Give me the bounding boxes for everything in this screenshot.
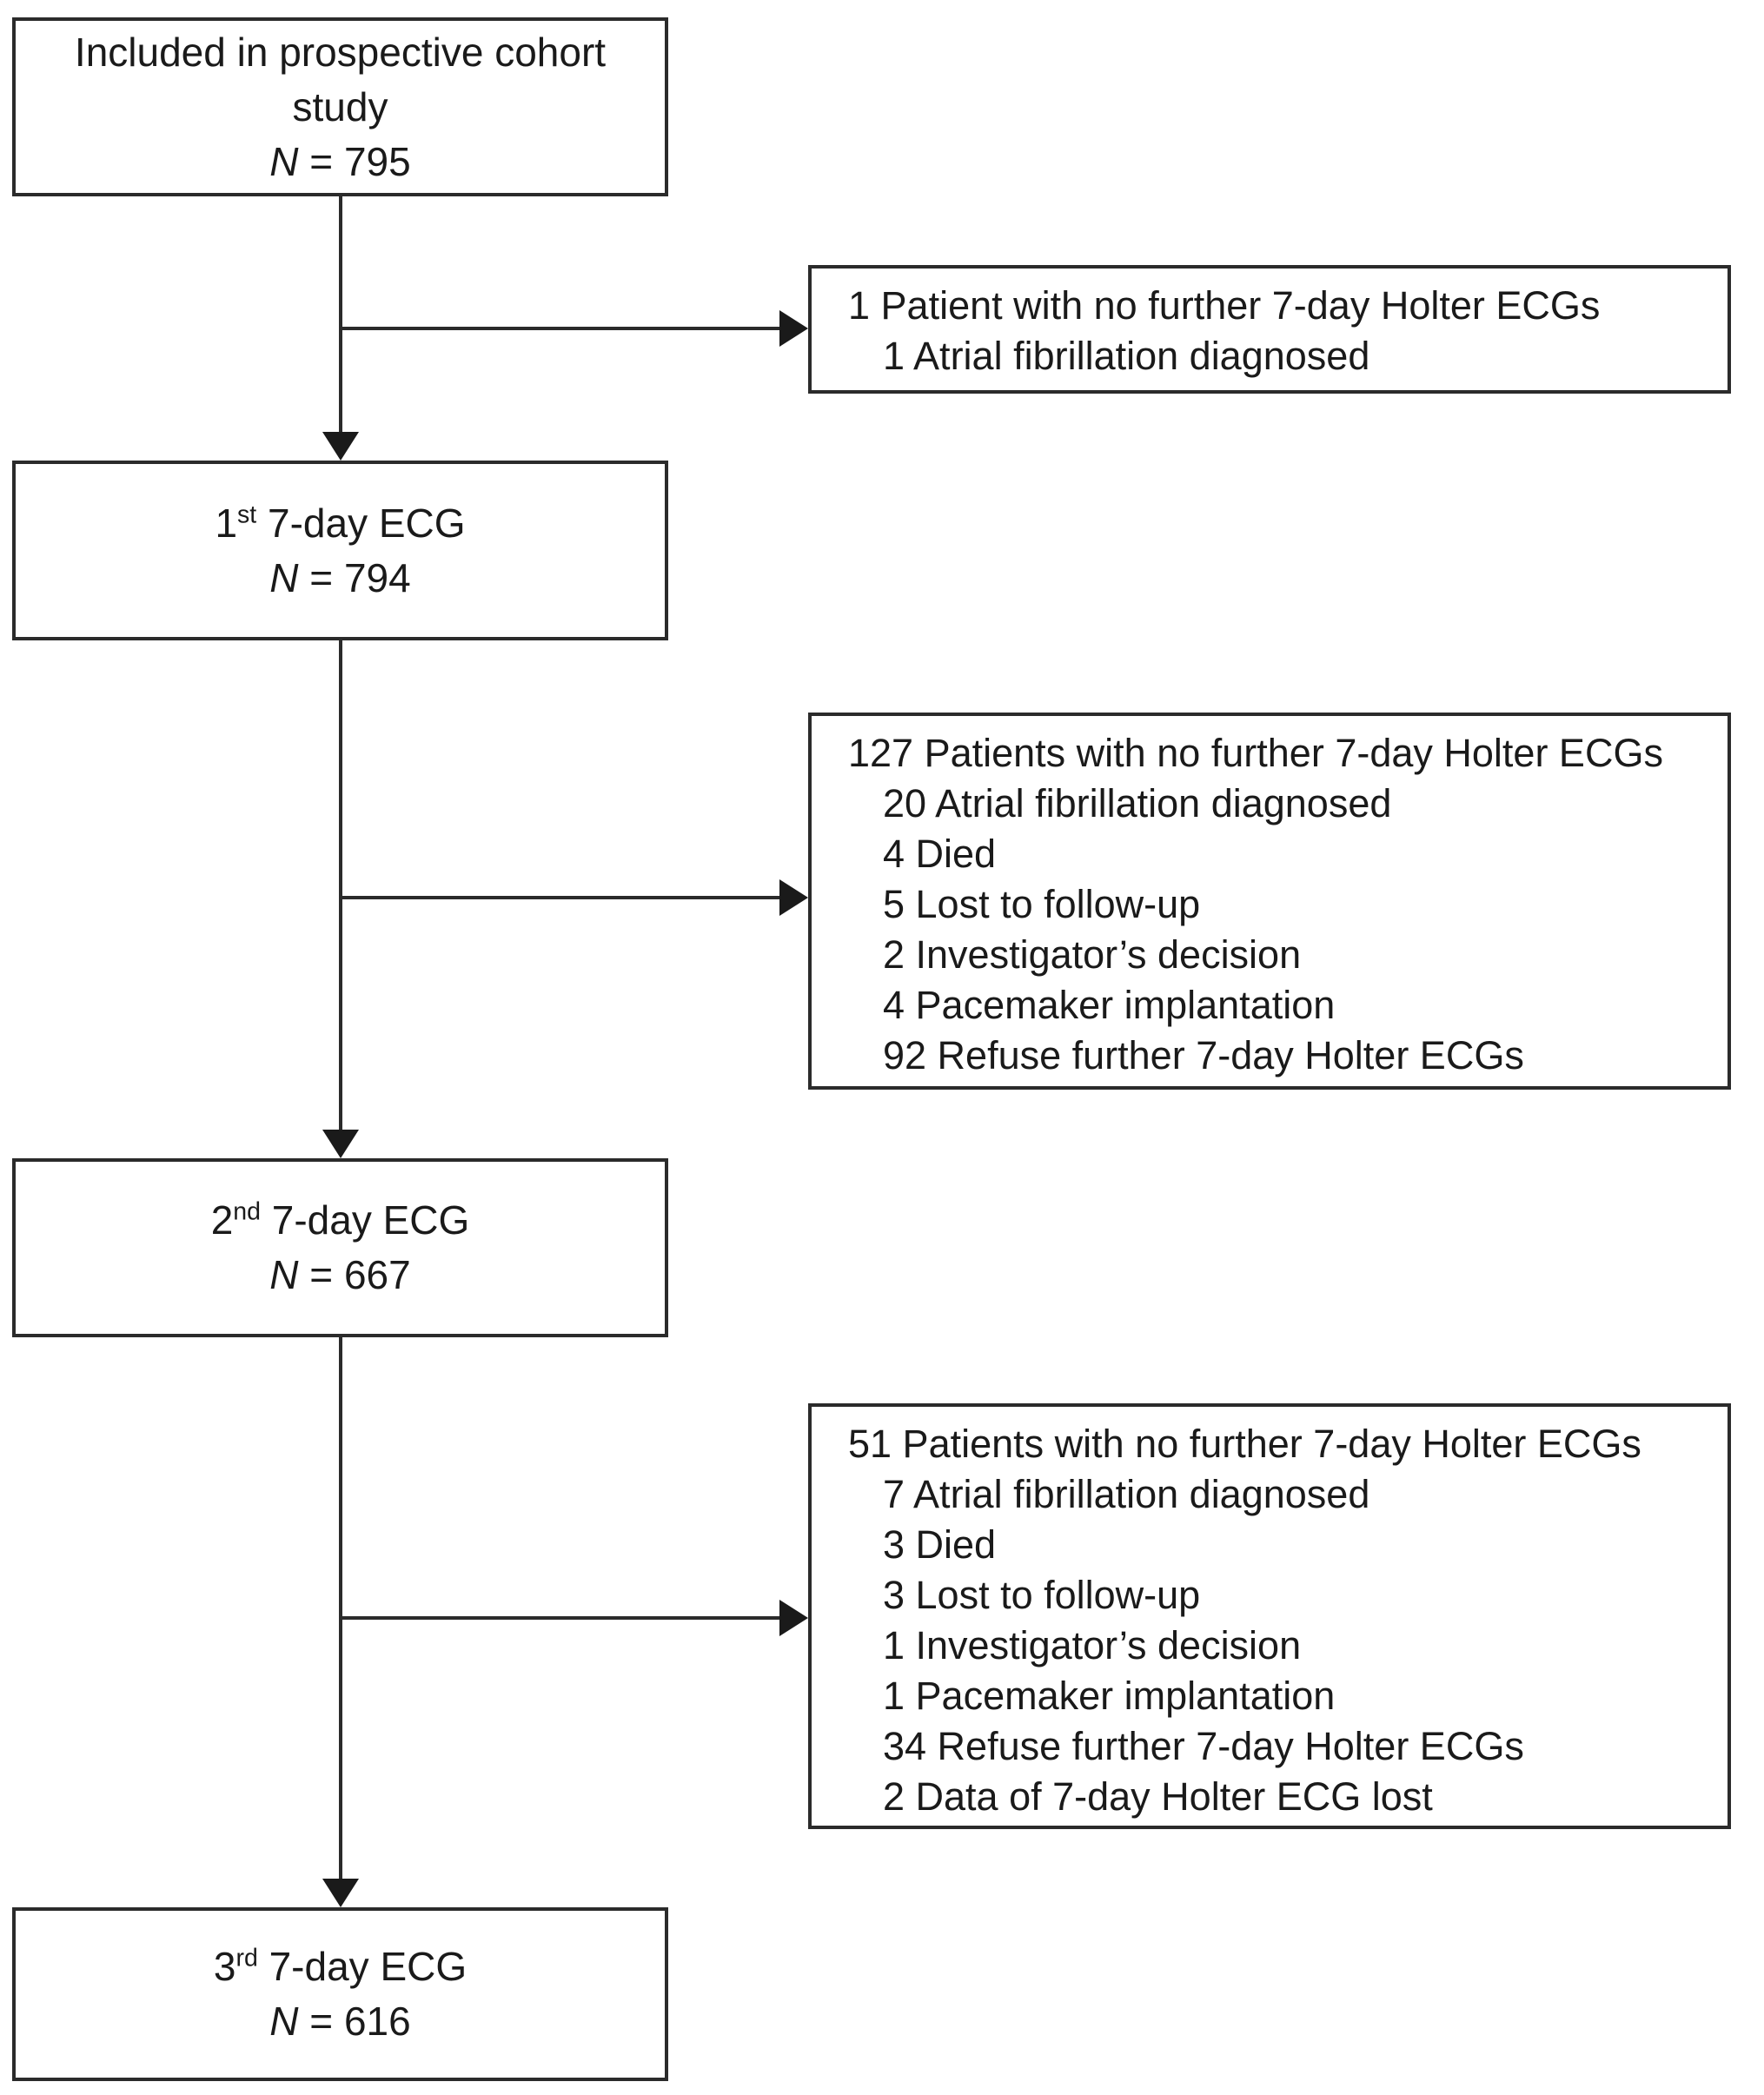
arrowhead-right-3-icon: [779, 1600, 808, 1636]
n-symbol: N: [269, 138, 299, 184]
sidebox-2-header: 127 Patients with no further 7-day Holte…: [848, 731, 1663, 775]
connector-line-2: [339, 640, 342, 1132]
sidebox-3-item: 1 Pacemaker implantation: [883, 1674, 1336, 1718]
n-value: = 616: [298, 1999, 411, 2044]
ordinal-suffix: nd: [233, 1197, 261, 1226]
n-symbol: N: [269, 554, 299, 600]
box-first-ecg-title: 1st 7-day ECG: [215, 496, 465, 551]
arrowhead-right-2-icon: [779, 879, 808, 916]
connector-line-3: [339, 1337, 342, 1881]
sidebox-3-item: 3 Lost to follow-up: [883, 1573, 1201, 1617]
sidebox-2-item: 92 Refuse further 7-day Holter ECGs: [883, 1033, 1524, 1077]
box-third-ecg-n-count: N = 616: [269, 1994, 410, 2049]
box-included-title-line-1: Included in prospective cohort: [74, 29, 607, 75]
sidebox-2-item: 2 Investigator’s decision: [883, 932, 1302, 977]
box-second-ecg-n-count: N = 667: [269, 1248, 410, 1303]
ordinal: 2: [210, 1197, 234, 1243]
sidebox-1-item: 1 Atrial fibrillation diagnosed: [883, 334, 1370, 378]
branch-line-3: [341, 1616, 782, 1620]
box-included-n-count: N = 795: [269, 135, 410, 189]
sidebox-2-item: 20 Atrial fibrillation diagnosed: [883, 781, 1392, 825]
sidebox-1-header: 1 Patient with no further 7-day Holter E…: [848, 283, 1601, 328]
n-value: = 667: [298, 1252, 411, 1297]
box-first-ecg: 1st 7-day ECG N = 794: [12, 461, 668, 640]
title-rest: 7-day ECG: [261, 1197, 470, 1243]
ordinal: 1: [215, 500, 238, 546]
n-symbol: N: [269, 1252, 299, 1297]
box-included-in-cohort: Included in prospective cohort study N =…: [12, 17, 668, 196]
sidebox-3-item: 2 Data of 7-day Holter ECG lost: [883, 1774, 1433, 1819]
title-rest: 7-day ECG: [256, 500, 466, 546]
box-second-ecg: 2nd 7-day ECG N = 667: [12, 1158, 668, 1337]
title-rest: 7-day ECG: [257, 1944, 468, 1989]
sidebox-3-item: 34 Refuse further 7-day Holter ECGs: [883, 1724, 1524, 1768]
connector-line-1: [339, 196, 342, 434]
arrowhead-right-1-icon: [779, 310, 808, 347]
box-included-title-line-2: study: [292, 83, 388, 129]
box-third-ecg: 3rd 7-day ECG N = 616: [12, 1907, 668, 2081]
sidebox-2-item: 5 Lost to follow-up: [883, 882, 1201, 926]
arrowhead-down-2-icon: [322, 1130, 359, 1158]
sidebox-2-item: 4 Died: [883, 832, 997, 876]
sidebox-exclusions-3: 51 Patients with no further 7-day Holter…: [808, 1403, 1731, 1829]
n-value: = 795: [298, 138, 411, 184]
n-value: = 794: [298, 554, 411, 600]
box-third-ecg-title: 3rd 7-day ECG: [214, 1939, 467, 1994]
n-symbol: N: [269, 1999, 299, 2044]
sidebox-exclusions-1: 1 Patient with no further 7-day Holter E…: [808, 265, 1731, 394]
sidebox-exclusions-2: 127 Patients with no further 7-day Holte…: [808, 713, 1731, 1090]
arrowhead-down-1-icon: [322, 432, 359, 461]
sidebox-3-item: 7 Atrial fibrillation diagnosed: [883, 1472, 1370, 1516]
sidebox-3-item: 3 Died: [883, 1522, 997, 1567]
sidebox-2-item: 4 Pacemaker implantation: [883, 983, 1336, 1027]
box-second-ecg-title: 2nd 7-day ECG: [211, 1193, 470, 1248]
sidebox-3-item: 1 Investigator’s decision: [883, 1623, 1302, 1667]
ordinal-suffix: rd: [235, 1944, 258, 1972]
arrowhead-down-3-icon: [322, 1879, 359, 1907]
sidebox-3-header: 51 Patients with no further 7-day Holter…: [848, 1422, 1641, 1466]
branch-line-1: [341, 327, 782, 330]
branch-line-2: [341, 896, 782, 899]
ordinal: 3: [213, 1944, 236, 1989]
box-first-ecg-n-count: N = 794: [269, 551, 410, 606]
ordinal-suffix: st: [237, 501, 257, 529]
